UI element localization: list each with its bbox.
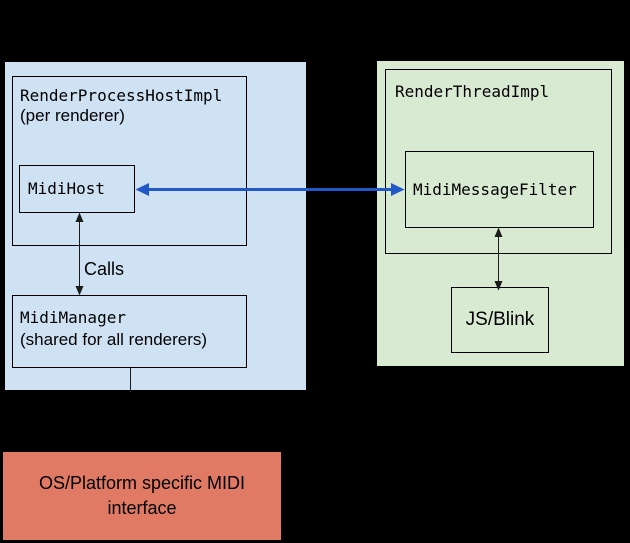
browser-process-box: RenderProcessHostImpl (per renderer) Mid… [4,61,307,391]
midi-message-filter-box: MidiMessageFilter [405,151,594,228]
os-midi-box: OS/Platform specific MIDI interface [2,451,282,541]
midi-message-filter-label: MidiMessageFilter [413,179,577,199]
midi-manager-title: MidiManager [20,308,126,327]
midi-manager-box: MidiManager (shared for all renderers) [12,295,247,368]
midi-manager-subtitle: (shared for all renderers) [20,330,208,349]
render-process-host-box: RenderProcessHostImpl (per renderer) Mid… [12,76,247,246]
render-process-host-subtitle: (per renderer) [20,106,125,125]
js-blink-label: JS/Blink [465,309,535,330]
render-thread-box: RenderThreadImpl MidiMessageFilter [385,69,612,254]
os-midi-label: OS/Platform specific MIDI interface [38,473,246,518]
render-thread-title: RenderThreadImpl [395,82,550,101]
render-process-host-title: RenderProcessHostImpl [20,86,223,105]
midi-host-box: MidiHost [19,165,135,213]
midi-host-label: MidiHost [28,179,106,198]
js-blink-box: JS/Blink [451,287,549,353]
renderer-process-box: RenderThreadImpl MidiMessageFilter JS/Bl… [376,60,625,367]
calls-label: Calls [84,259,125,279]
